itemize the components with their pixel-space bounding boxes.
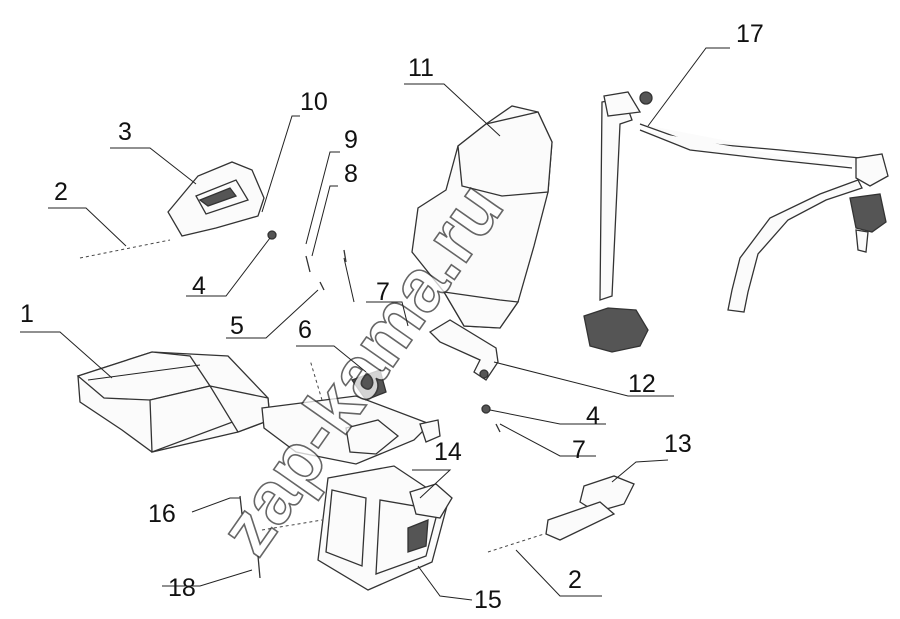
callout-2: 2 (568, 566, 582, 594)
part-armrest (545, 475, 635, 541)
callout-7: 7 (572, 436, 586, 464)
callout-11: 11 (408, 54, 434, 82)
callout-16: 16 (148, 500, 176, 528)
callout-4: 4 (192, 272, 206, 300)
leader-lines (20, 47, 730, 601)
callout-5: 5 (230, 312, 244, 340)
part-seat-frame (261, 359, 441, 465)
part-seat-belt (583, 91, 889, 353)
callout-12: 12 (628, 370, 656, 398)
callout-8: 8 (344, 160, 358, 188)
callout-2: 2 (54, 178, 68, 206)
part-seat-cushion (76, 351, 271, 453)
callout-1: 1 (20, 300, 34, 328)
part-side-cover (167, 161, 265, 237)
callout-15: 15 (474, 586, 502, 614)
part-base-pedestal (317, 465, 453, 591)
part-seat-back (411, 105, 553, 329)
callout-14: 14 (434, 438, 462, 466)
callout-7: 7 (376, 278, 390, 306)
part-fasteners (79, 230, 545, 579)
callout-10: 10 (300, 88, 328, 116)
callout-3: 3 (118, 118, 132, 146)
callout-17: 17 (736, 20, 764, 48)
callout-13: 13 (664, 430, 692, 458)
callout-4: 4 (586, 402, 600, 430)
callout-numbers: 1 2 2 3 4 4 5 6 7 7 8 9 10 11 12 13 14 1… (20, 20, 764, 614)
callout-18: 18 (168, 574, 196, 602)
callout-6: 6 (298, 316, 312, 344)
part-back-bracket (428, 319, 499, 381)
callout-9: 9 (344, 126, 358, 154)
